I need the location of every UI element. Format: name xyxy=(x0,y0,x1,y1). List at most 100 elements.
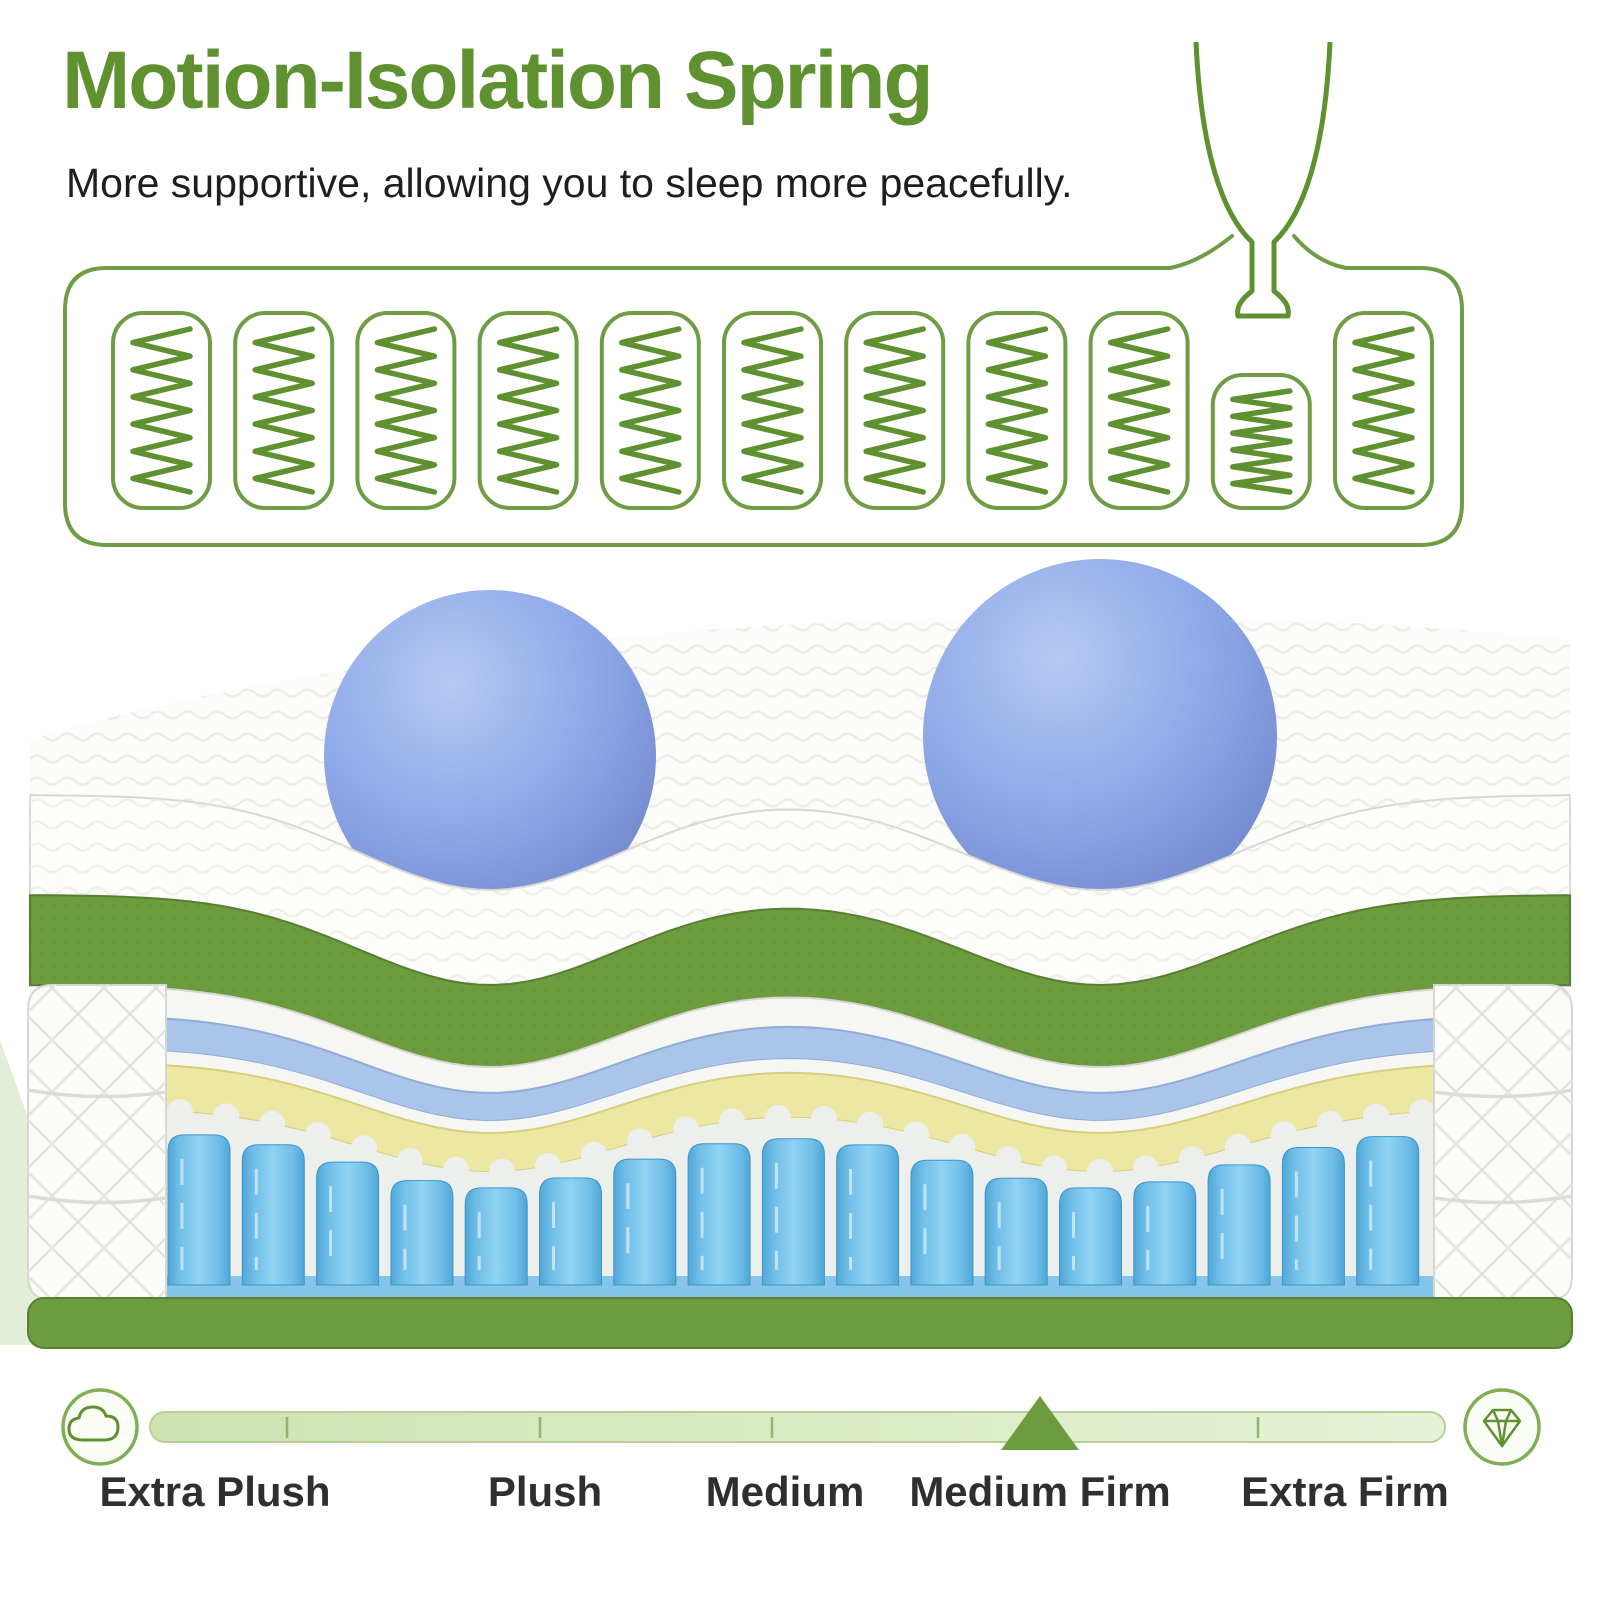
foam-scallop xyxy=(305,1122,331,1148)
firmness-label-extra-plush: Extra Plush xyxy=(99,1468,331,1515)
foam-scallop xyxy=(1225,1133,1251,1160)
foam-scallop xyxy=(719,1108,745,1135)
pocket-coil xyxy=(613,1158,677,1286)
firmness-scale xyxy=(61,1388,1541,1466)
foam-scallop xyxy=(1409,1099,1435,1126)
ball-left xyxy=(324,590,656,922)
foam-scallop xyxy=(397,1148,423,1175)
foam-scallop xyxy=(949,1133,975,1160)
foam-scallop xyxy=(581,1141,607,1168)
foam-scallop xyxy=(627,1128,653,1155)
spring-coil-zigzag xyxy=(252,326,315,495)
pocket-coil xyxy=(1207,1164,1271,1286)
foam-scallop xyxy=(259,1111,285,1137)
foam-scallop xyxy=(857,1111,883,1138)
foam-scallop xyxy=(1317,1110,1343,1137)
spring-icon xyxy=(844,311,946,510)
gem-icon xyxy=(1482,1408,1522,1448)
pocket-coil xyxy=(1281,1147,1345,1286)
spring-coil-zigzag xyxy=(130,326,193,495)
pocket-coil xyxy=(761,1138,825,1286)
foam-scallop xyxy=(765,1104,791,1131)
side-wall-right-seams xyxy=(1433,1088,1573,1205)
spring-icon xyxy=(1333,311,1434,510)
pocket-coil xyxy=(167,1134,231,1286)
spring-coil-zigzag xyxy=(496,326,560,495)
firmness-marker xyxy=(1001,1396,1079,1450)
spring-icon xyxy=(111,311,212,510)
spring-coil-zigzag xyxy=(619,326,682,495)
spring-panel-border xyxy=(63,266,1464,547)
compressed-spring-icon xyxy=(1210,373,1312,510)
page-title: Motion-Isolation Spring xyxy=(62,35,934,126)
pocket-coil xyxy=(316,1161,380,1286)
side-wall-left-seams xyxy=(27,1088,167,1205)
ball-right xyxy=(923,559,1277,913)
pocket-coil xyxy=(539,1177,602,1286)
foam-scallop xyxy=(1363,1103,1389,1130)
soft-end-badge xyxy=(61,1388,139,1466)
pocket-coil xyxy=(1133,1181,1197,1286)
foam-scallop xyxy=(213,1103,239,1130)
springs-row xyxy=(111,311,1434,510)
spring-coil-zigzag xyxy=(1230,388,1293,495)
glass-notch-left xyxy=(1168,234,1234,270)
foam-scallop xyxy=(489,1158,515,1185)
spring-coil-zigzag xyxy=(1107,326,1171,495)
mattress-illustration xyxy=(0,559,1573,1349)
firm-end-badge xyxy=(1463,1388,1541,1466)
spring-coil-zigzag xyxy=(741,326,804,495)
top-fabric-texture xyxy=(30,795,1570,985)
pocket-coil xyxy=(241,1144,305,1286)
foam-scallop xyxy=(903,1121,929,1148)
firmness-bar-ticks xyxy=(285,1417,1260,1438)
spring-coil-zigzag xyxy=(1352,326,1415,495)
firmness-label-plush: Plush xyxy=(487,1468,603,1515)
spring-coil-zigzag xyxy=(985,326,1049,495)
foam-scallop xyxy=(811,1106,837,1133)
foam-scallop xyxy=(167,1098,193,1125)
pocket-coil xyxy=(984,1177,1048,1286)
side-wall-left-quilt xyxy=(28,985,166,1300)
foam-scallop xyxy=(673,1116,699,1143)
firmness-bar xyxy=(149,1411,1446,1443)
green-border-mesh xyxy=(30,895,1570,1067)
spring-icon xyxy=(966,311,1068,510)
foam-scallop xyxy=(535,1153,561,1179)
foam-scallop xyxy=(351,1135,377,1162)
pocket-coil xyxy=(1356,1136,1420,1286)
pocket-coil xyxy=(910,1159,974,1286)
side-wall-right-quilt xyxy=(1434,985,1572,1300)
spring-panel xyxy=(63,41,1464,547)
glass-notch-right xyxy=(1292,234,1348,270)
firmness-label-extra-firm: Extra Firm xyxy=(1241,1468,1449,1515)
foam-scallop xyxy=(1041,1155,1067,1182)
cloud-icon xyxy=(67,1405,120,1442)
spring-icon xyxy=(355,311,457,510)
transition-layer xyxy=(165,1051,1440,1133)
firmness-label-medium: Medium xyxy=(705,1468,865,1515)
pocket-coil xyxy=(390,1180,454,1286)
pocket-coil xyxy=(1059,1187,1122,1286)
pocket-coil xyxy=(687,1143,751,1286)
pocket-coil xyxy=(464,1187,528,1286)
bottom-green-rail xyxy=(27,1297,1573,1349)
wine-glass-icon xyxy=(1193,41,1333,319)
foam-scallop xyxy=(995,1146,1021,1173)
spring-coil-zigzag xyxy=(374,326,438,495)
spring-icon xyxy=(1088,311,1190,510)
firmness-label-medium-firm: Medium Firm xyxy=(909,1468,1171,1515)
foam-scallop xyxy=(1271,1121,1297,1148)
foam-scallop xyxy=(1179,1146,1205,1173)
spring-icon xyxy=(599,311,701,510)
spring-coil-zigzag xyxy=(863,326,926,495)
spring-icon xyxy=(477,311,579,510)
spring-icon xyxy=(722,311,823,510)
pocket-coil xyxy=(836,1144,900,1286)
foam-scallop xyxy=(1087,1159,1113,1185)
page-subtitle: More supportive, allowing you to sleep m… xyxy=(66,160,1073,206)
spring-icon xyxy=(233,311,335,510)
foam-scallop xyxy=(1133,1155,1159,1182)
